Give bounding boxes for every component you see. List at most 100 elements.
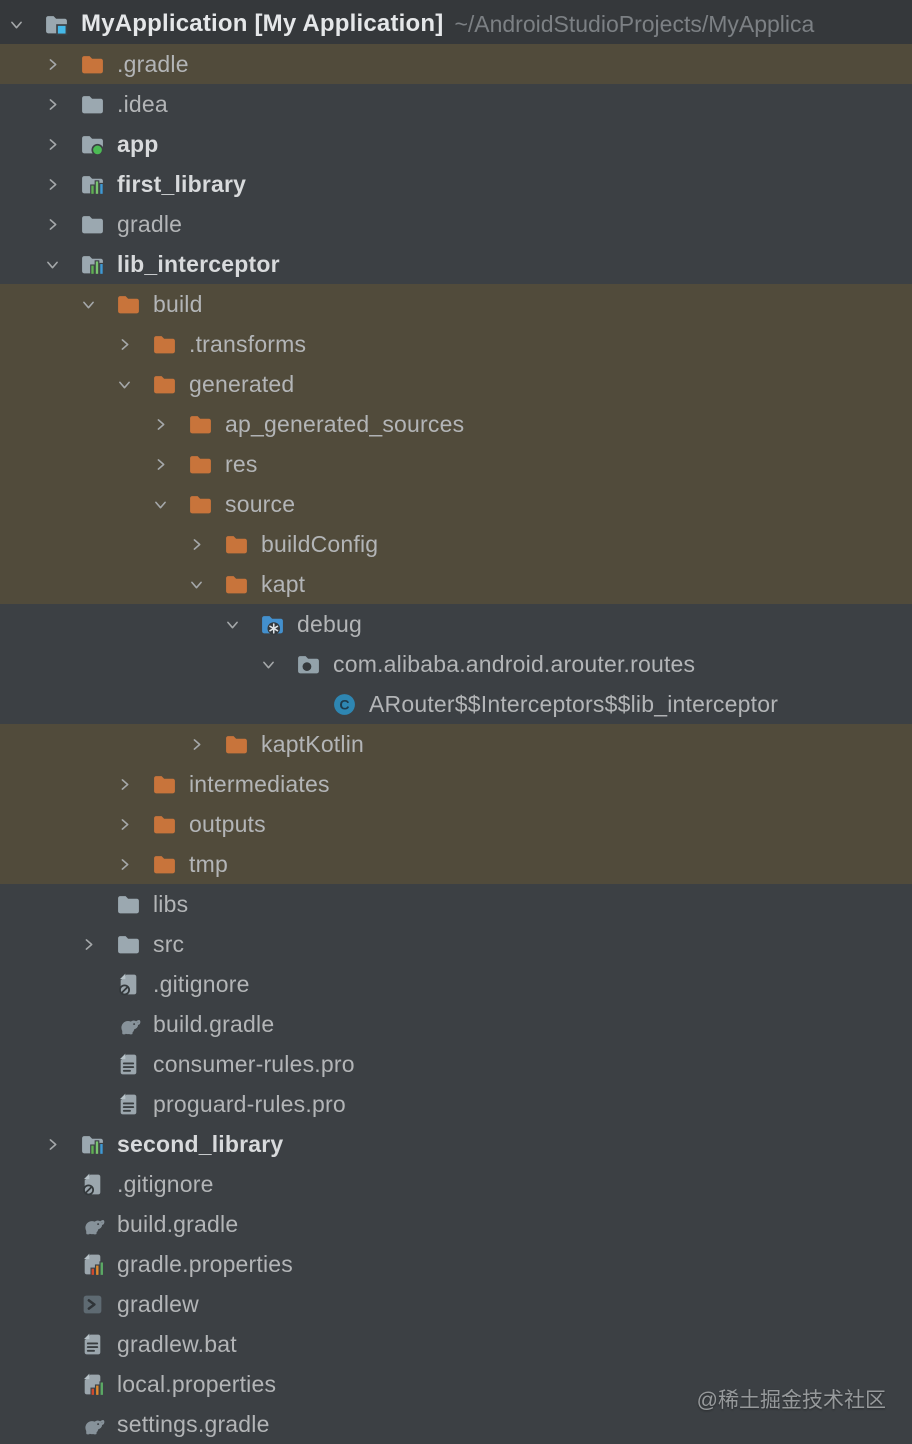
excluded-folder-icon: [152, 852, 177, 877]
chevron-right-icon[interactable]: [152, 452, 188, 476]
excluded-folder-icon: [188, 492, 213, 517]
tree-row[interactable]: build: [0, 284, 912, 324]
text-file-icon: [116, 1092, 141, 1117]
excluded-folder-icon: [188, 452, 213, 477]
tree-row[interactable]: app: [0, 124, 912, 164]
chevron-down-icon[interactable]: [80, 292, 116, 316]
text-file-icon: [80, 1332, 105, 1357]
tree-row[interactable]: .idea: [0, 84, 912, 124]
chevron-down-icon[interactable]: [44, 252, 80, 276]
chevron-right-icon[interactable]: [44, 132, 80, 156]
chevron-right-icon[interactable]: [116, 772, 152, 796]
tree-row[interactable]: debug: [0, 604, 912, 644]
tree-item-label: .gradle: [117, 50, 189, 77]
folder-icon: [116, 892, 141, 917]
package-folder-icon: [296, 652, 321, 677]
generated-sources-folder-icon: [260, 612, 285, 637]
gradle-file-icon: [116, 1012, 141, 1037]
chevron-right-icon[interactable]: [44, 172, 80, 196]
tree-row[interactable]: gradlew.bat: [0, 1324, 912, 1364]
text-file-icon: [116, 1052, 141, 1077]
tree-row[interactable]: generated: [0, 364, 912, 404]
tree-row[interactable]: kaptKotlin: [0, 724, 912, 764]
properties-file-icon: [80, 1372, 105, 1397]
gradle-file-icon: [80, 1212, 105, 1237]
tree-row[interactable]: proguard-rules.pro: [0, 1084, 912, 1124]
tree-row[interactable]: .gitignore: [0, 964, 912, 1004]
tree-item-label: second_library: [117, 1130, 284, 1157]
tree-item-label: build.gradle: [153, 1010, 275, 1037]
tree-row[interactable]: gradle.properties: [0, 1244, 912, 1284]
tree-item-label: gradle: [117, 210, 183, 237]
chevron-down-icon[interactable]: [224, 612, 260, 636]
chevron-down-icon[interactable]: [152, 492, 188, 516]
tree-row[interactable]: build.gradle: [0, 1204, 912, 1244]
tree-item-label: .gitignore: [153, 970, 250, 997]
tree-item-label: .gitignore: [117, 1170, 214, 1197]
chevron-right-icon[interactable]: [116, 332, 152, 356]
tree-item-label: app: [117, 130, 159, 157]
chevron-right-icon[interactable]: [44, 212, 80, 236]
tree-item-label: src: [153, 930, 185, 957]
tree-item-label: buildConfig: [261, 530, 379, 557]
tree-row[interactable]: outputs: [0, 804, 912, 844]
chevron-right-icon[interactable]: [188, 532, 224, 556]
tree-row[interactable]: res: [0, 444, 912, 484]
tree-item-label: intermediates: [189, 770, 330, 797]
chevron-right-icon[interactable]: [116, 852, 152, 876]
tree-row[interactable]: ARouter$$Interceptors$$lib_interceptor: [0, 684, 912, 724]
tree-row[interactable]: kapt: [0, 564, 912, 604]
gitignore-file-icon: [116, 972, 141, 997]
tree-row[interactable]: gradlew: [0, 1284, 912, 1324]
tree-item-label: outputs: [189, 810, 266, 837]
class-icon: [332, 692, 357, 717]
chevron-down-icon[interactable]: [260, 652, 296, 676]
tree-row[interactable]: src: [0, 924, 912, 964]
tree-row[interactable]: .transforms: [0, 324, 912, 364]
chevron-right-icon[interactable]: [152, 412, 188, 436]
tree-item-label: gradlew: [117, 1290, 199, 1317]
excluded-folder-icon: [224, 532, 249, 557]
excluded-folder-icon: [224, 572, 249, 597]
chevron-right-icon[interactable]: [188, 732, 224, 756]
tree-item-label: local.properties: [117, 1370, 277, 1397]
tree-item-label: build.gradle: [117, 1210, 239, 1237]
chevron-right-icon[interactable]: [44, 92, 80, 116]
tree-row[interactable]: build.gradle: [0, 1004, 912, 1044]
chevron-right-icon[interactable]: [44, 1132, 80, 1156]
tree-row[interactable]: gradle: [0, 204, 912, 244]
tree-row[interactable]: MyApplication [My Application] ~/Android…: [0, 4, 912, 44]
tree-row[interactable]: tmp: [0, 844, 912, 884]
tree-row[interactable]: libs: [0, 884, 912, 924]
tree-row[interactable]: .gitignore: [0, 1164, 912, 1204]
properties-file-icon: [80, 1252, 105, 1277]
excluded-folder-icon: [152, 372, 177, 397]
chevron-down-icon[interactable]: [8, 12, 44, 36]
excluded-folder-icon: [116, 292, 141, 317]
chevron-down-icon[interactable]: [188, 572, 224, 596]
tree-row[interactable]: buildConfig: [0, 524, 912, 564]
tree-item-label: kaptKotlin: [261, 730, 365, 757]
tree-item-label: ap_generated_sources: [225, 410, 465, 437]
tree-row[interactable]: .gradle: [0, 44, 912, 84]
tree-row[interactable]: first_library: [0, 164, 912, 204]
shell-script-file-icon: [80, 1292, 105, 1317]
tree-row[interactable]: local.properties: [0, 1364, 912, 1404]
tree-row[interactable]: source: [0, 484, 912, 524]
tree-row[interactable]: intermediates: [0, 764, 912, 804]
tree-row[interactable]: ap_generated_sources: [0, 404, 912, 444]
chevron-down-icon[interactable]: [116, 372, 152, 396]
tree-row[interactable]: consumer-rules.pro: [0, 1044, 912, 1084]
tree-row[interactable]: second_library: [0, 1124, 912, 1164]
chevron-right-icon[interactable]: [44, 52, 80, 76]
tree-item-label: proguard-rules.pro: [153, 1090, 346, 1117]
watermark: @稀土掘金技术社区: [696, 1389, 886, 1412]
chevron-right-icon[interactable]: [80, 932, 116, 956]
folder-icon: [80, 92, 105, 117]
tree-row[interactable]: com.alibaba.android.arouter.routes: [0, 644, 912, 684]
chevron-right-icon[interactable]: [116, 812, 152, 836]
gradle-file-icon: [80, 1412, 105, 1437]
tree-row[interactable]: lib_interceptor: [0, 244, 912, 284]
tree-row[interactable]: settings.gradle: [0, 1404, 912, 1444]
